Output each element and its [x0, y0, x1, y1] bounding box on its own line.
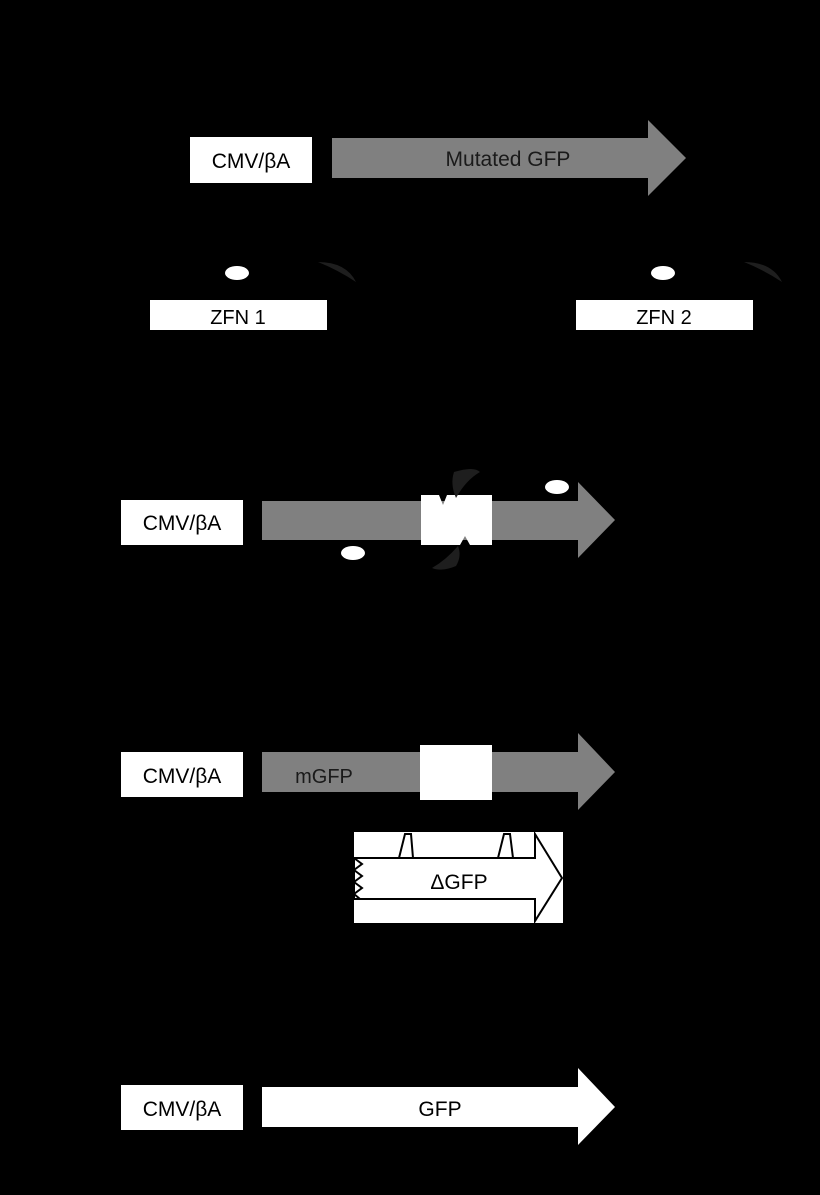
step4-promoter-box [121, 1085, 243, 1130]
step4-gfp-arrow [262, 1068, 615, 1145]
step1-promoter-label: CMV/βA [212, 150, 291, 173]
step4-promoter-label: CMV/βA [143, 1098, 222, 1121]
step4-gene-label: GFP [418, 1098, 461, 1121]
step2-zinc-finger-top [545, 480, 569, 494]
zfn2-zinc-finger-domain [651, 266, 675, 280]
step3-break-gap [420, 745, 492, 800]
donor-homology-marker-left [398, 833, 414, 859]
donor-label: ΔGFP [430, 871, 487, 894]
step2-promoter-box [121, 500, 243, 545]
step4-construct: CMV/βA GFP [121, 1068, 615, 1145]
step2-zinc-finger-bottom [341, 546, 365, 560]
zfn1-fok1-domain [318, 262, 356, 282]
step1-mutated-gfp-arrow [332, 120, 686, 196]
zfn1-label: ZFN 1 [210, 307, 266, 329]
zfn1-box [150, 300, 327, 330]
donor-template: ΔGFP [352, 830, 564, 925]
zfn2-box [576, 300, 753, 330]
donor-homology-marker-right [497, 833, 514, 859]
step1-promoter-box [190, 137, 312, 183]
step2-construct: CMV/βA [121, 469, 615, 570]
step2-promoter-label: CMV/βA [143, 512, 222, 535]
zfn2-label: ZFN 2 [636, 307, 692, 329]
step2-fok1-top [452, 469, 480, 498]
donor-delta-gfp-arrow [353, 830, 564, 925]
step3-promoter-box [121, 752, 243, 797]
step3-gene-label: mGFP [295, 766, 353, 788]
zfn1: ZFN 1 [150, 262, 356, 330]
step2-fok1-bottom [432, 546, 460, 570]
step1-gene-label: Mutated GFP [446, 148, 571, 171]
step2-cleavage-site [421, 495, 492, 545]
step3-construct: CMV/βA mGFP [121, 733, 615, 810]
zfn2: ZFN 2 [576, 262, 782, 330]
step1-construct: CMV/βA Mutated GFP [190, 120, 686, 196]
zfn1-zinc-finger-domain [225, 266, 249, 280]
step3-promoter-label: CMV/βA [143, 765, 222, 788]
zfn2-fok1-domain [744, 262, 782, 282]
donor-truncated-end-icon [352, 857, 364, 900]
